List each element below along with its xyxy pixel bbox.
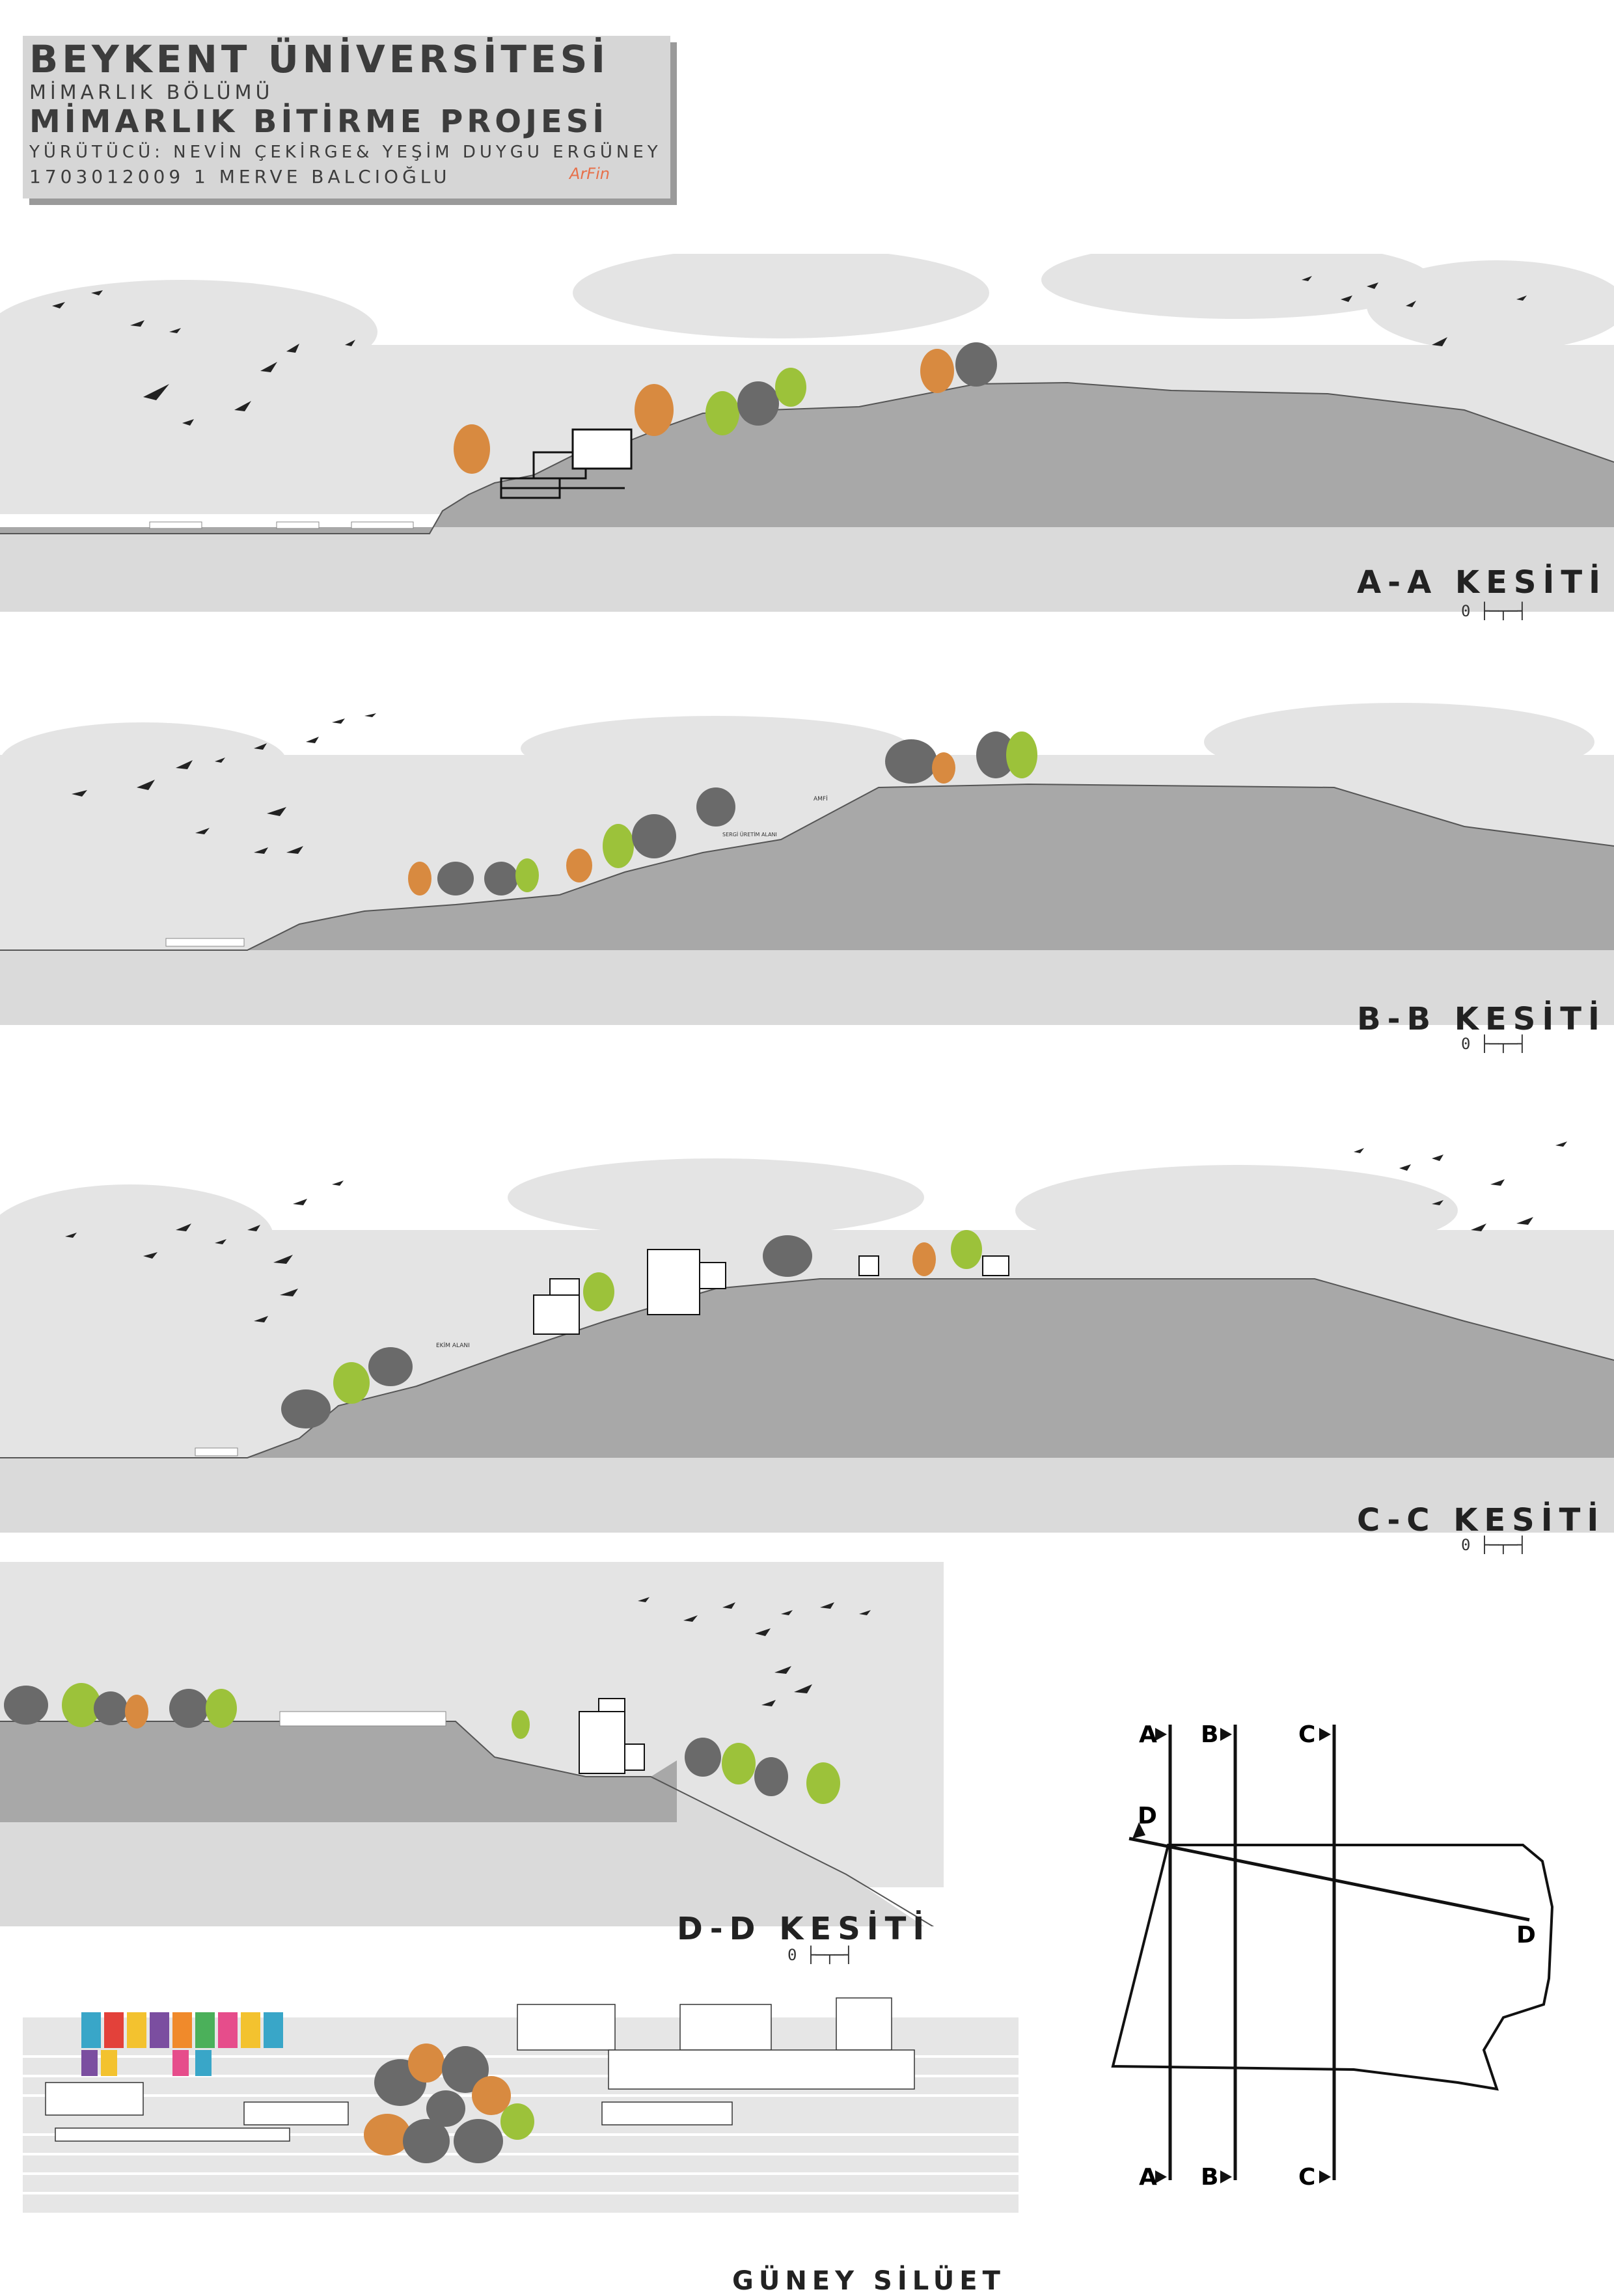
section-label-bb: B-B KESİTİ: [1357, 1001, 1606, 1037]
silhouette-label: GÜNEY SİLÜET: [732, 2266, 1005, 2296]
university-name: BEYKENT ÜNİVERSİTESİ: [29, 37, 609, 81]
ground-benches: [149, 521, 414, 529]
ground-profile: [0, 1279, 1614, 1458]
key-plan: A B C A B C D D: [1111, 1721, 1554, 2191]
key-label-c-top: C: [1298, 1721, 1315, 1748]
silhouette-buildings: [45, 1997, 915, 2142]
label-area-bb: SERGİ ÜRETİM ALANI: [722, 831, 777, 838]
supervisors: YÜRÜTÜCÜ: NEVİN ÇEKİRGE& YEŞİM DUYGU ERG…: [29, 143, 662, 162]
label-ekim: EKİM ALANI: [436, 1342, 470, 1349]
studio-logo: ArFin: [569, 165, 610, 183]
scale-bar-bb: 0 ├─┬─┤: [1461, 1035, 1527, 1053]
label-ampi: AMFİ: [814, 795, 828, 802]
project-title: MİMARLIK BİTİRME PROJESİ: [29, 103, 609, 140]
birds-cc: [65, 1141, 1567, 1322]
section-arrows: [1132, 1728, 1331, 2183]
building-aa: [500, 428, 633, 499]
birds-dd: [638, 1597, 871, 1706]
section-label-aa: A-A KESİTİ: [1357, 564, 1607, 601]
base-strip: [0, 950, 1614, 1025]
key-label-d-left: D: [1138, 1803, 1157, 1829]
colored-pavilions: [81, 2012, 283, 2076]
section-lines: [1128, 1725, 1530, 2180]
section-label-cc: C-C KESİTİ: [1357, 1502, 1606, 1538]
key-label-d-right: D: [1516, 1922, 1536, 1948]
section-label-dd: D-D KESİTİ: [677, 1911, 931, 1947]
key-label-c-bottom: C: [1298, 2164, 1315, 2191]
buildings-cc: [533, 1249, 1009, 1335]
section-c-c-drawing: EKİM ALANI: [0, 1141, 1614, 1533]
ground-profile: [0, 383, 1614, 534]
trees-bb: [408, 731, 1037, 895]
bench: [195, 1447, 238, 1456]
base-strip: [0, 527, 1614, 612]
base-strip: [0, 1458, 1614, 1533]
silhouette-trees: [364, 2043, 534, 2163]
trees-cc: [281, 1230, 982, 1428]
title-block: BEYKENT ÜNİVERSİTESİ MİMARLIK BÖLÜMÜ MİM…: [23, 36, 670, 198]
department-name: MİMARLIK BÖLÜMÜ: [29, 81, 274, 104]
scale-bar-dd: 0 ├─┬─┤: [787, 1946, 854, 1964]
student-info: 1703012009 1 MERVE BALCIOĞLU: [29, 166, 451, 187]
south-silhouette-drawing: [23, 1997, 1019, 2213]
key-label-a-bottom: A: [1139, 2164, 1157, 2191]
birds-aa: [52, 276, 1527, 426]
section-d-d-drawing: [0, 1562, 944, 1926]
building-dd: [579, 1698, 645, 1774]
key-label-b-top: B: [1201, 1721, 1218, 1748]
section-a-a-drawing: [0, 254, 1614, 612]
birds-bb: [72, 713, 376, 854]
trees-aa: [454, 342, 997, 474]
section-b-b-drawing: AMFİ SERGİ ÜRETİM ALANI: [0, 703, 1614, 1025]
scale-bar-cc: 0 ├─┬─┤: [1461, 1536, 1527, 1554]
trees-dd: [4, 1683, 840, 1804]
site-boundary: [1111, 1844, 1554, 2091]
bench: [165, 938, 245, 947]
key-label-a-top: A: [1139, 1721, 1157, 1748]
ground-profile: [0, 1721, 677, 1822]
long-pavilion: [279, 1711, 446, 1727]
key-label-b-bottom: B: [1201, 2164, 1218, 2191]
scale-bar-aa: 0 ├─┬─┤: [1461, 602, 1527, 620]
